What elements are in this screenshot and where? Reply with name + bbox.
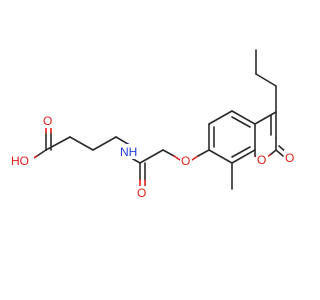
ether-linkage [191,149,210,161]
ch2-o-bond [162,149,175,157]
amide-o-label: O [137,186,146,200]
propyl-bond-2 [255,73,277,87]
ch2-o-bond-o [173,155,181,161]
ring-bond-c8a-c8 [231,149,256,164]
o-ring-bond [197,149,210,157]
lactone-co-1 [275,149,284,157]
chain-bond-3 [92,136,117,151]
carboxyl-o-label: O [43,114,52,128]
label-bg-ether-o [180,153,192,167]
ring-bond-c5-c4a [231,110,256,125]
ring-bond-c8-c7 [208,149,233,164]
c-oh-bond [36,149,47,157]
ring-double-c5-c4a [231,116,251,128]
ether-o-label: O [181,154,190,168]
amide-ch2-bond [139,149,164,164]
label-bg-co [42,114,54,128]
ring-bond-c4a-c4 [254,111,277,125]
amide-nh-label: NH [120,145,137,159]
ring-double-c8a-c8 [231,146,251,158]
pyranone-ring [254,49,287,159]
o-ring-bond-o [191,155,199,161]
ring-o-label: O [257,153,266,167]
ring-bond-c6-c5 [208,110,233,125]
carboxyl-oh-label: HO [11,154,29,168]
structure-diagram: HO O NH O O O O [10,49,296,200]
label-bg-amide-o [136,186,148,200]
molecule-canvas: HO O NH O O O O [10,49,296,200]
label-bg-lactone-o [284,150,296,164]
label-bg-oh [10,153,34,168]
chain-bond-1 [45,136,71,151]
label-bg-nh [120,144,142,159]
benzene-ring [208,110,256,190]
chain-bond-2 [69,136,94,151]
ring-bond-c2-o1 [269,149,277,156]
label-bg-ring-o [256,152,268,166]
lactone-o-label: O [285,151,294,165]
chain-bond-4 [115,136,129,145]
atom-labels: HO O NH O O O O [10,114,296,200]
n-c-bond [132,158,141,164]
